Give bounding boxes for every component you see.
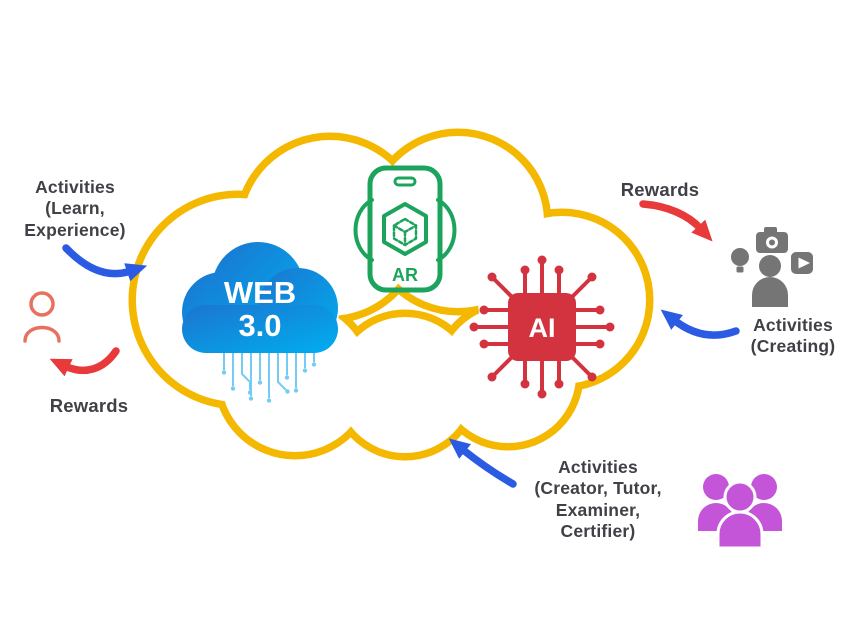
group-people-icon [698,474,782,550]
label-line: (Creator, Tutor, [534,478,662,499]
ai-text: AI [529,313,556,343]
ar-text: AR [392,265,418,285]
lightbulb-icon [731,248,749,273]
label-activities-creating: Activities (Creating) [740,315,846,358]
person-silhouette [752,255,788,307]
label-line: (Learn, [45,198,105,219]
hexagon-outline [382,202,428,256]
arrow-rewards-left-out [49,347,120,377]
circuit-lines [223,344,315,398]
web3-text-line2: 3.0 [238,308,281,343]
creator-person-icon [731,227,813,307]
ai-chip-icon: AI [469,255,615,399]
label-rewards-left: Rewards [38,395,140,418]
blue-cloud-shape [182,242,338,353]
chip-traces [476,262,608,392]
play-video-icon [791,252,813,274]
label-activities-bottom: Activities (Creator, Tutor, Examiner, Ce… [515,457,681,542]
label-line: Activities [753,315,833,335]
label-line: Examiner, [555,499,641,520]
arrow-activities-creating-in [660,309,740,339]
arrow-rewards-right-out [639,200,713,242]
circuit-dots [221,362,317,403]
person-outline-icon [23,291,61,343]
camera-icon [756,227,788,253]
chip-trace-dots [469,255,615,399]
phone-outline [367,165,443,293]
chip-body [508,293,576,361]
dashed-cube-icon [392,217,418,247]
phone-speaker [393,176,417,187]
label-activities-learn: Activities (Learn, Experience) [4,177,146,241]
web3-text-line1: WEB [224,275,296,310]
person-front-center [716,480,764,550]
label-line: Experience) [24,219,126,240]
label-line: Activities [35,177,115,197]
label-line: Rewards [620,179,700,200]
ar-phone-icon: AR [353,165,457,293]
label-line: Activities [558,457,638,477]
label-line: (Creating) [750,336,836,357]
label-line: Certifier) [560,521,636,542]
arrow-activities-bottom-in [448,438,517,488]
flow-arrows [49,200,740,488]
ar-left-arc [353,198,374,262]
web3-cloud-icon: WEB 3.0 [182,242,338,403]
label-rewards-right: Rewards [611,179,709,202]
label-line: Rewards [49,395,129,416]
arrow-activities-learn-in [62,244,148,282]
ar-right-arc [436,198,457,262]
